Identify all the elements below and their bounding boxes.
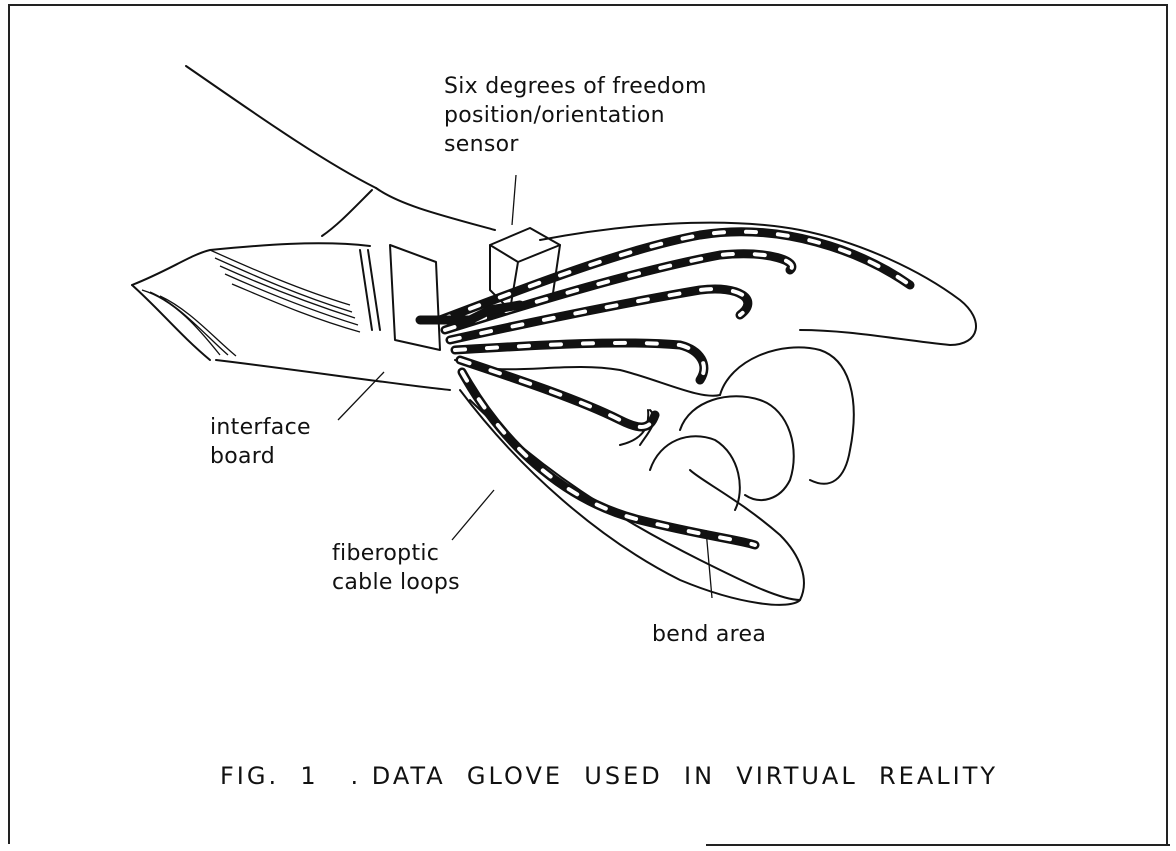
interface-board-label-line-2: board — [210, 442, 311, 471]
figure-caption: FIG. 1 . DATA GLOVE USED IN VIRTUAL REAL… — [220, 762, 998, 790]
fiberoptic-label-line-1: fiberoptic — [332, 539, 460, 568]
fiberoptic-label-line-2: cable loops — [332, 568, 460, 597]
fiberoptic-cables — [420, 232, 910, 545]
interface-board-label: interface board — [210, 413, 311, 471]
sensor-label-line-1: Six degrees of freedom — [444, 72, 707, 101]
interface-board-label-line-1: interface — [210, 413, 311, 442]
fiberoptic-label: fiberoptic cable loops — [332, 539, 460, 597]
sensor-label-line-2: position/orientation — [444, 101, 707, 130]
sensor-label-line-3: sensor — [444, 130, 707, 159]
arm-outline — [132, 66, 495, 390]
sensor-label: Six degrees of freedom position/orientat… — [444, 72, 707, 159]
interface-board-box — [390, 245, 440, 350]
bend-area-label: bend area — [652, 620, 766, 649]
